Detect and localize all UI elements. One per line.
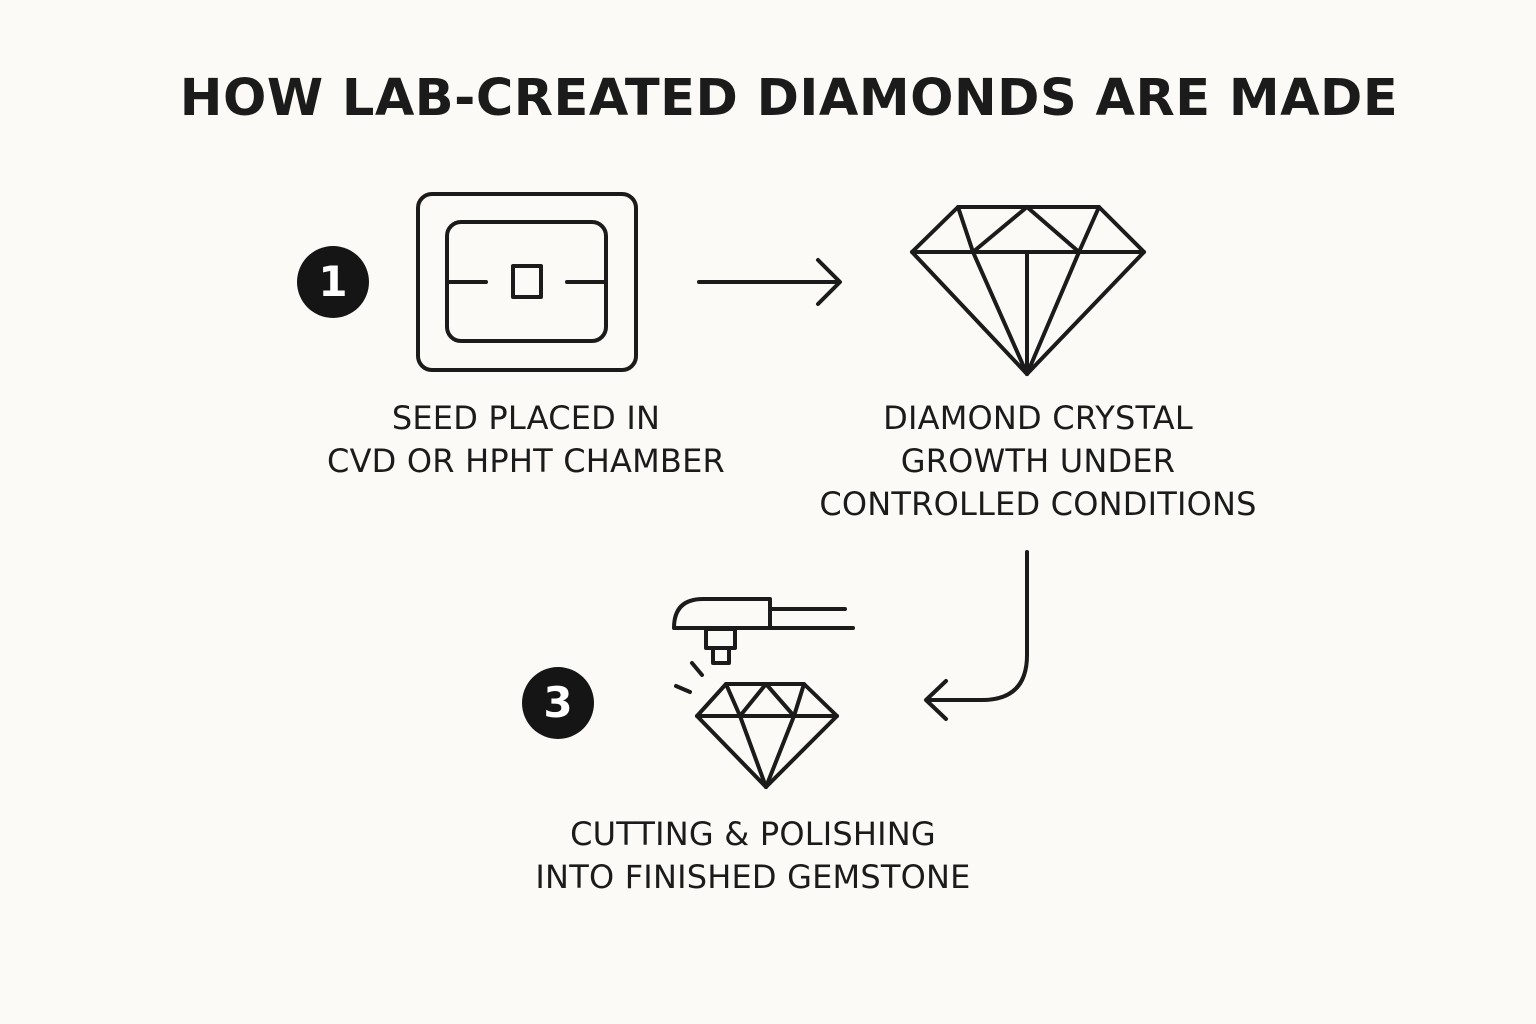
curved-arrow-icon (924, 550, 1029, 721)
step-3-badge: 3 (522, 667, 594, 739)
step-1-badge: 1 (297, 246, 369, 318)
chamber-icon (416, 192, 638, 372)
diamond-icon (910, 205, 1146, 376)
polishing-tool-icon (672, 597, 855, 665)
step-1-label: SEED PLACED IN CVD OR HPHT CHAMBER (327, 399, 725, 480)
page-title: HOW LAB-CREATED DIAMONDS ARE MADE (179, 69, 1399, 128)
step-2-label: DIAMOND CRYSTAL GROWTH UNDER CONTROLLED … (819, 399, 1257, 523)
sparkle-icon (674, 661, 704, 694)
arrow-right-icon (697, 258, 842, 306)
cut-diamond-icon (695, 682, 839, 789)
step-3-label: CUTTING & POLISHING INTO FINISHED GEMSTO… (535, 815, 971, 896)
